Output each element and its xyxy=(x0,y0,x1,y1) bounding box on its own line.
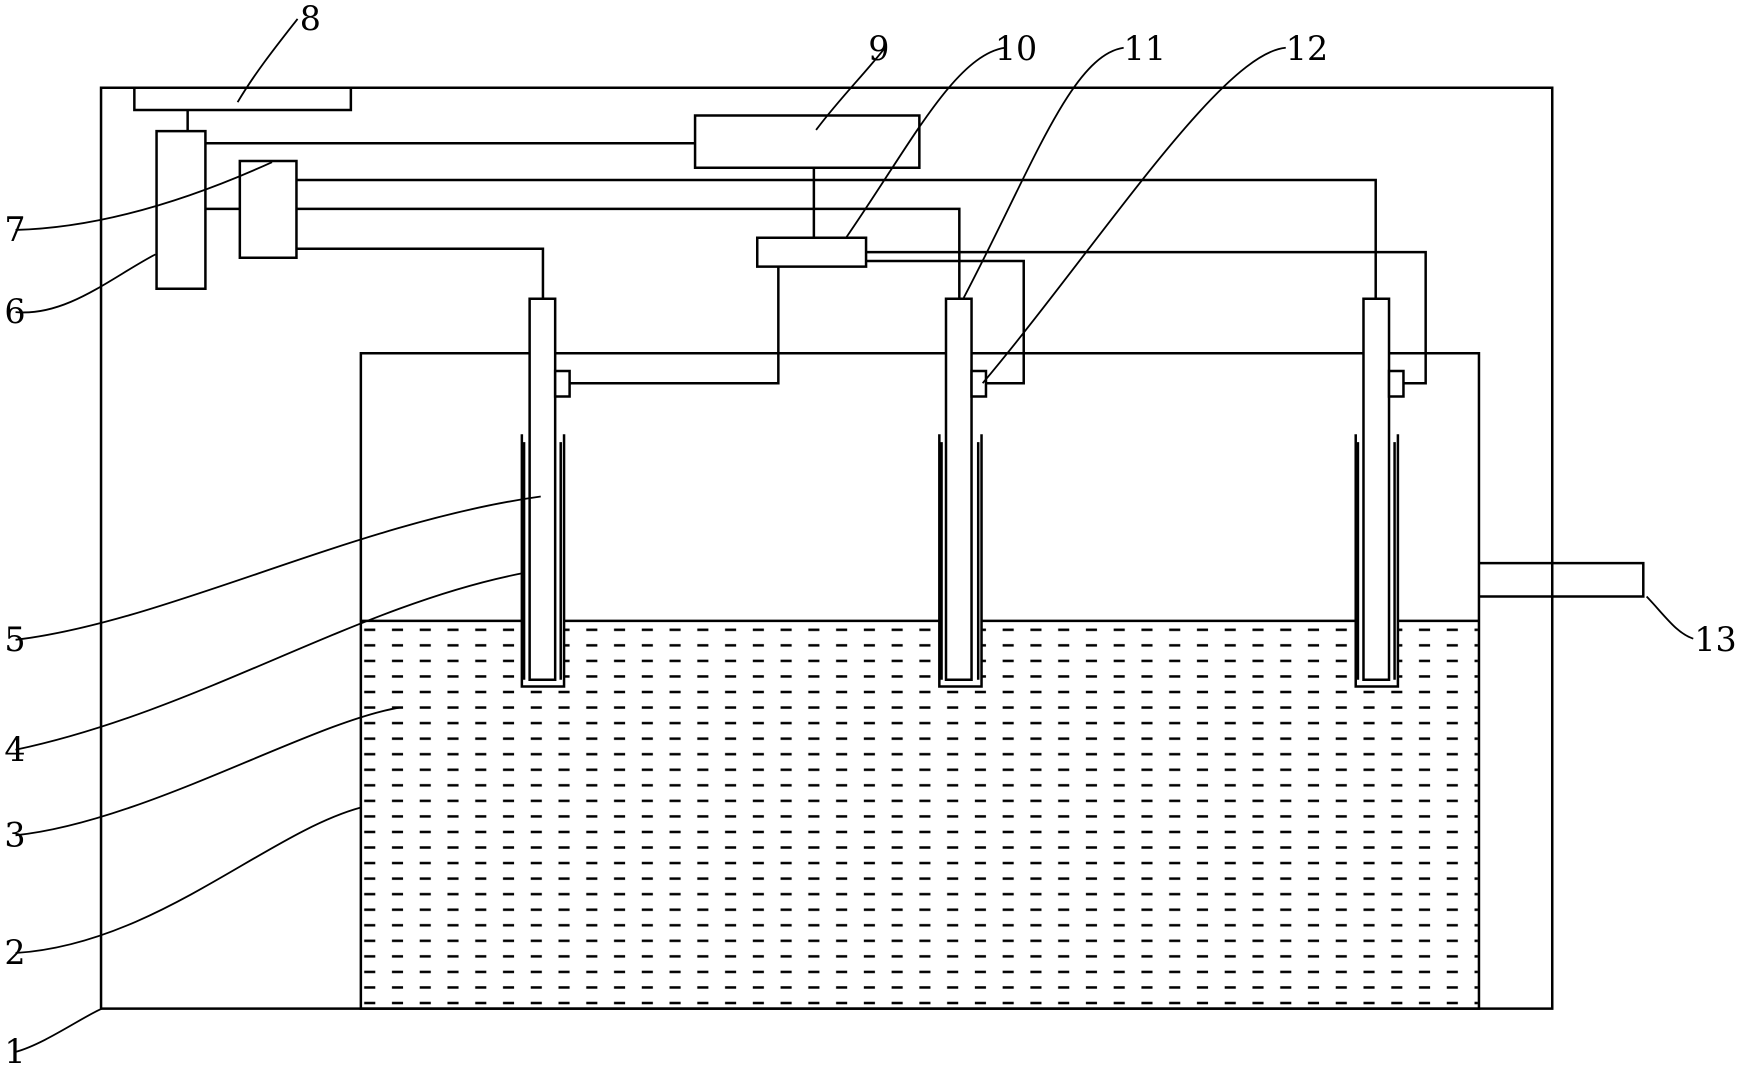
label-7: 7 xyxy=(4,210,25,249)
label-9: 9 xyxy=(868,29,889,68)
label-12: 12 xyxy=(1286,29,1328,68)
label-6: 6 xyxy=(4,292,25,331)
block-9 xyxy=(695,116,919,168)
sensors xyxy=(555,371,1403,397)
block-7 xyxy=(240,161,297,258)
leader-lines xyxy=(16,19,1694,1052)
inner-tank xyxy=(361,353,1479,1008)
label-10: 10 xyxy=(995,29,1037,68)
label-1: 1 xyxy=(4,1032,25,1071)
label-3: 3 xyxy=(4,815,25,854)
top-panel xyxy=(134,88,351,110)
label-4: 4 xyxy=(4,730,25,769)
label-11: 11 xyxy=(1124,29,1166,68)
label-5: 5 xyxy=(4,620,25,659)
wiring xyxy=(205,143,1425,383)
electrodes xyxy=(524,299,1395,680)
block-10 xyxy=(757,238,866,267)
block-6 xyxy=(157,131,206,289)
label-13: 13 xyxy=(1694,620,1736,659)
label-2: 2 xyxy=(4,933,25,972)
label-8: 8 xyxy=(300,0,321,38)
outlet-pipe xyxy=(1479,563,1643,596)
part-labels: 1 2 3 4 5 6 7 8 9 10 11 12 13 xyxy=(4,0,1736,1071)
